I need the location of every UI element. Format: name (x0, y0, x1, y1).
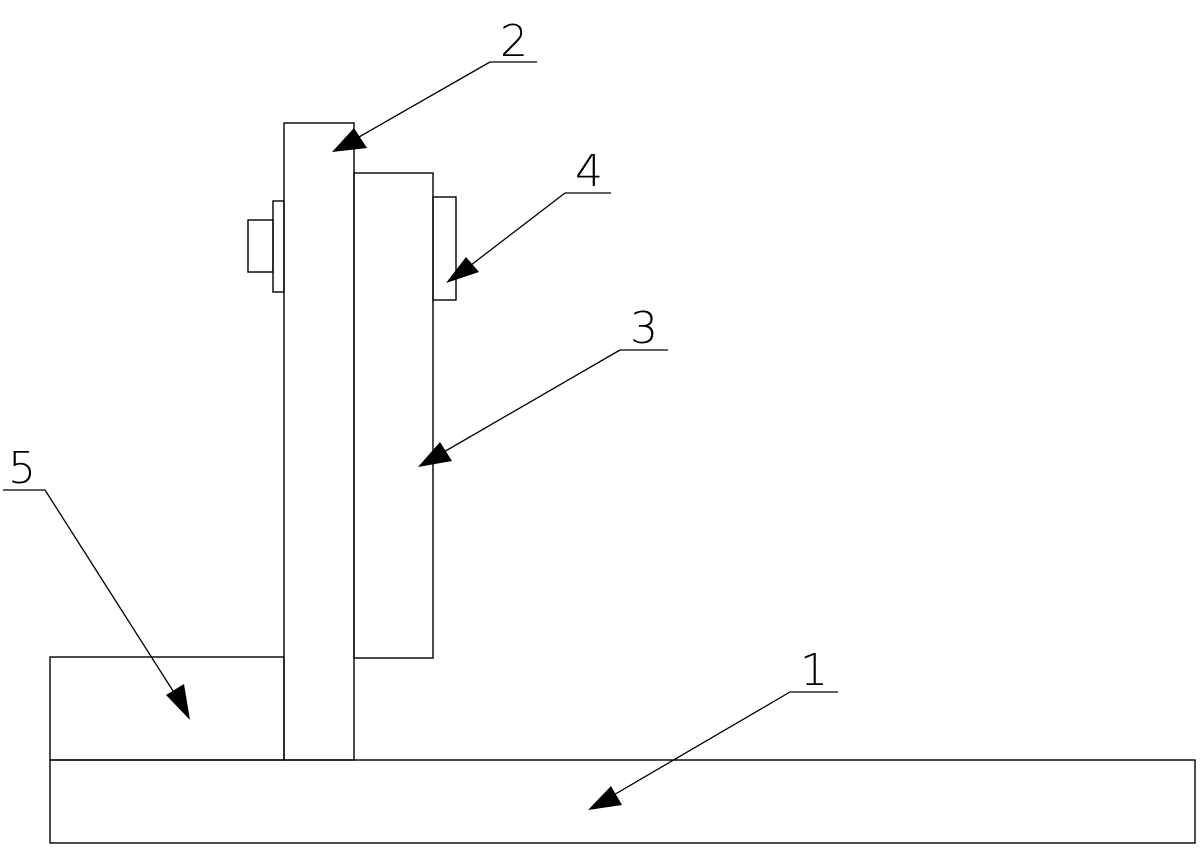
nut-left (247, 219, 274, 273)
label-4: 4 (575, 146, 603, 197)
callout-1: 1 (588, 645, 838, 810)
base-plate-1 (49, 759, 1196, 844)
block-5 (49, 656, 285, 761)
callout-3: 3 (418, 303, 668, 467)
label-5: 5 (8, 443, 36, 494)
callout-2: 2 (332, 16, 537, 152)
callout-5: 5 (3, 443, 190, 720)
fastener-4 (432, 196, 457, 301)
callout-4: 4 (446, 146, 611, 283)
washer-left (272, 200, 285, 293)
label-2: 2 (500, 16, 528, 67)
label-3: 3 (630, 303, 658, 354)
vertical-plate-2 (283, 122, 355, 761)
block-3 (353, 172, 434, 659)
label-1: 1 (800, 645, 828, 696)
